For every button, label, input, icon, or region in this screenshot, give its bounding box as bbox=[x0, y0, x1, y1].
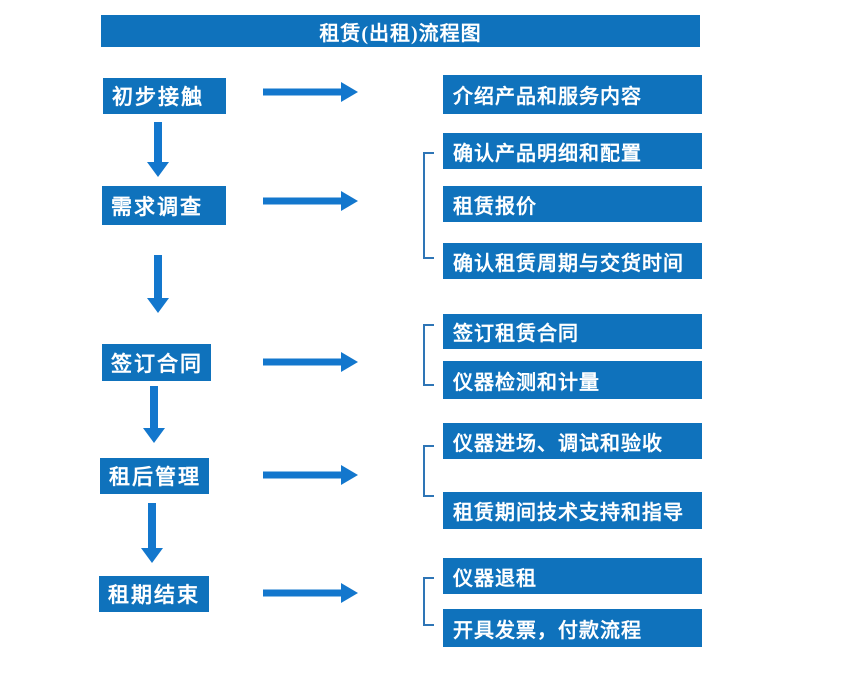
right-arrow-1 bbox=[263, 82, 358, 102]
arrow-shaft bbox=[263, 358, 341, 366]
down-arrow-4 bbox=[141, 503, 163, 563]
arrow-shaft bbox=[154, 255, 162, 298]
arrow-head-icon bbox=[341, 191, 358, 211]
arrow-head-icon bbox=[143, 428, 165, 443]
arrow-head-icon bbox=[141, 548, 163, 563]
arrow-shaft bbox=[154, 122, 162, 162]
right-arrow-3 bbox=[263, 352, 358, 372]
down-arrow-2 bbox=[147, 255, 169, 313]
group-bracket-post-rental bbox=[423, 445, 434, 497]
arrow-shaft bbox=[263, 471, 341, 479]
arrow-shaft bbox=[148, 503, 156, 548]
arrow-head-icon bbox=[341, 82, 358, 102]
arrow-shaft bbox=[263, 88, 341, 96]
arrow-shaft bbox=[150, 386, 158, 428]
group-bracket-rental-end bbox=[423, 577, 434, 626]
detail-node-confirm-period-delivery: 确认租赁周期与交货时间 bbox=[443, 243, 702, 279]
arrow-shaft bbox=[263, 197, 341, 205]
detail-node-introduce-products: 介绍产品和服务内容 bbox=[443, 75, 702, 114]
right-arrow-4 bbox=[263, 465, 358, 485]
detail-node-sign-rental-contract: 签订租赁合同 bbox=[443, 314, 702, 349]
group-bracket-sign-contract bbox=[423, 324, 434, 386]
step-node-initial-contact: 初步接触 bbox=[103, 78, 226, 114]
step-node-post-rental-management: 租后管理 bbox=[100, 458, 209, 494]
right-arrow-5 bbox=[263, 583, 358, 603]
step-node-demand-survey: 需求调查 bbox=[102, 186, 226, 225]
arrow-head-icon bbox=[341, 352, 358, 372]
detail-node-rental-quotation: 租赁报价 bbox=[443, 186, 702, 222]
detail-node-instrument-arrival: 仪器进场、调试和验收 bbox=[443, 423, 702, 459]
detail-node-instrument-testing: 仪器检测和计量 bbox=[443, 361, 702, 399]
group-bracket-demand-survey bbox=[423, 152, 434, 259]
detail-node-invoice-payment: 开具发票，付款流程 bbox=[443, 609, 702, 647]
step-node-rental-end: 租期结束 bbox=[99, 576, 209, 612]
arrow-head-icon bbox=[341, 583, 358, 603]
arrow-shaft bbox=[263, 589, 341, 597]
detail-node-instrument-return: 仪器退租 bbox=[443, 558, 702, 594]
down-arrow-1 bbox=[147, 122, 169, 177]
detail-node-confirm-product-config: 确认产品明细和配置 bbox=[443, 133, 702, 169]
down-arrow-3 bbox=[143, 386, 165, 443]
arrow-head-icon bbox=[147, 298, 169, 313]
right-arrow-2 bbox=[263, 191, 358, 211]
step-node-sign-contract: 签订合同 bbox=[102, 344, 211, 381]
detail-node-tech-support: 租赁期间技术支持和指导 bbox=[443, 492, 702, 529]
flowchart-title: 租赁(出租)流程图 bbox=[101, 15, 700, 47]
arrow-head-icon bbox=[341, 465, 358, 485]
arrow-head-icon bbox=[147, 162, 169, 177]
